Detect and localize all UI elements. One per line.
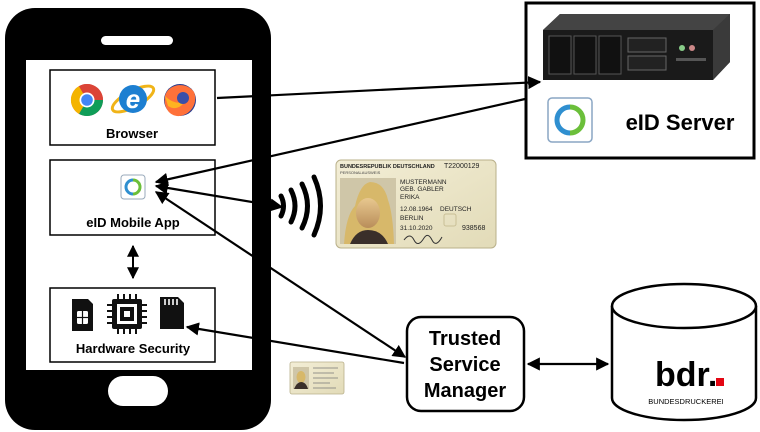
eid-server-box[interactable]: eID Server [524, 1, 756, 160]
id-card-surname: MUSTERMANN [400, 179, 447, 186]
arrow-server-app [154, 97, 526, 186]
server-hardware-image [543, 14, 730, 80]
id-card-given-name: ERIKA [400, 194, 420, 201]
svg-text:e: e [126, 84, 140, 114]
tsm-line-2: Service [429, 354, 500, 376]
bdr-logo-dot [716, 378, 724, 386]
eid-app-icon [120, 174, 146, 200]
chip-icon [107, 294, 147, 334]
eid-mobile-app-box[interactable]: eID Mobile App [49, 159, 216, 236]
nfc-signal-icon [278, 174, 323, 238]
arrow-app-tsm [154, 191, 407, 358]
small-id-card-image [289, 361, 345, 395]
chrome-icon [70, 83, 104, 117]
tsm-line-1: Trusted [429, 328, 501, 350]
internet-explorer-icon: e [110, 84, 156, 114]
hardware-security-label: Hardware Security [76, 341, 191, 356]
id-card-birth-date: 12.08.1964 [400, 206, 433, 213]
hardware-security-box[interactable]: Hardware Security [49, 287, 216, 363]
id-card-birth-name: GEB. GABLER [400, 186, 444, 193]
sim-card-icon [72, 299, 93, 331]
arrow-browser-server [216, 75, 542, 100]
id-card-photo [340, 178, 396, 244]
sd-card-icon [160, 297, 184, 329]
id-card-expiry: 31.10.2020 [400, 225, 433, 232]
id-card-header: BUNDESREPUBLIK DEUTSCHLAND [340, 164, 435, 170]
bdr-logo: bdr. BUNDESDRUCKEREI [636, 353, 737, 406]
bdr-logo-text: bdr. [655, 356, 717, 394]
id-card-signature [403, 234, 443, 244]
phone-home-button[interactable] [108, 376, 168, 406]
browser-label: Browser [106, 126, 158, 141]
id-card-number: T22000129 [444, 163, 480, 170]
eid-server-logo-icon [547, 97, 593, 143]
id-card-birth-place: BERLIN [400, 215, 424, 222]
id-card-doc-type: PERSONALAUSWEIS [340, 170, 381, 175]
id-card-can: 938568 [462, 225, 485, 232]
phone-speaker [101, 36, 173, 45]
firefox-icon [164, 84, 196, 117]
id-card-nationality: DEUTSCH [440, 206, 472, 213]
tsm-line-3: Manager [424, 380, 506, 402]
arrow-tsm-hardware [185, 322, 405, 365]
eid-mobile-app-label: eID Mobile App [86, 215, 179, 230]
bundesdruckerei-database[interactable]: bdr. BUNDESDRUCKEREI [610, 282, 758, 422]
german-id-card-image: BUNDESREPUBLIK DEUTSCHLAND T22000129 PER… [335, 159, 497, 249]
browser-box[interactable]: e Browser [49, 69, 216, 146]
trusted-service-manager-box[interactable]: Trusted Service Manager [405, 315, 526, 413]
eid-server-label: eID Server [626, 110, 735, 135]
bdr-logo-subtitle: BUNDESDRUCKEREI [648, 397, 723, 406]
